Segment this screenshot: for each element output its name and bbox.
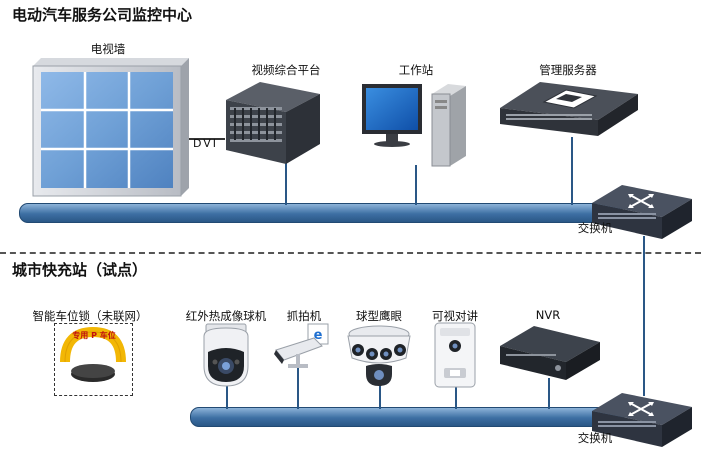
section-title-control-center: 电动汽车服务公司监控中心 bbox=[12, 6, 193, 24]
video-platform-label: 视频综合平台 bbox=[251, 63, 321, 77]
link-intercom-bus bbox=[455, 385, 457, 409]
svg-text:e: e bbox=[314, 328, 323, 343]
network-bus-top bbox=[19, 203, 623, 223]
capture-cam-label: 抓拍机 bbox=[286, 309, 322, 323]
intercom-label: 可视对讲 bbox=[432, 309, 478, 323]
switch-top-label: 交换机 bbox=[577, 221, 613, 235]
mgmt-server-label: 管理服务器 bbox=[539, 63, 597, 77]
link-switch-switch bbox=[643, 236, 645, 396]
section-divider bbox=[0, 252, 701, 254]
switch-bottom-icon bbox=[592, 393, 692, 447]
switch-icon bbox=[592, 185, 692, 239]
eagle-eye-camera-icon bbox=[344, 324, 414, 388]
link-workstation-bus bbox=[415, 165, 417, 205]
parking-lock-label: 智能车位锁（未联网） bbox=[32, 309, 148, 323]
workstation-icon bbox=[362, 80, 470, 167]
link-capture-cam-bus bbox=[297, 367, 299, 409]
nvr-label: NVR bbox=[535, 308, 561, 322]
link-nvr-bus bbox=[548, 378, 550, 409]
nvr-icon bbox=[500, 324, 600, 380]
link-eagle-bus bbox=[379, 384, 381, 409]
video-wall-icon bbox=[32, 58, 189, 197]
ptz-camera-icon bbox=[200, 322, 252, 388]
dvi-link-line bbox=[181, 138, 225, 140]
parking-lock-text: 专用 P 车位 bbox=[72, 331, 116, 340]
parking-lock-icon bbox=[54, 323, 133, 396]
eagle-eye-label: 球型鹰眼 bbox=[356, 309, 402, 323]
network-bus-bottom bbox=[190, 407, 624, 427]
section-title-charging-station: 城市快充站（试点） bbox=[12, 261, 148, 279]
switch-bottom-label: 交换机 bbox=[577, 431, 613, 445]
bullet-camera-icon: e bbox=[274, 323, 336, 370]
video-wall-label: 电视墙 bbox=[90, 42, 126, 56]
link-platform-bus bbox=[285, 160, 287, 205]
ir-camera-label: 红外热成像球机 bbox=[185, 309, 267, 323]
server-icon bbox=[500, 80, 638, 138]
video-platform-icon bbox=[224, 80, 320, 164]
link-server-bus bbox=[571, 137, 573, 205]
workstation-label: 工作站 bbox=[398, 63, 434, 77]
dvi-label: DVI bbox=[193, 137, 219, 150]
link-ir-camera-bus bbox=[226, 385, 228, 409]
intercom-icon bbox=[434, 322, 476, 388]
